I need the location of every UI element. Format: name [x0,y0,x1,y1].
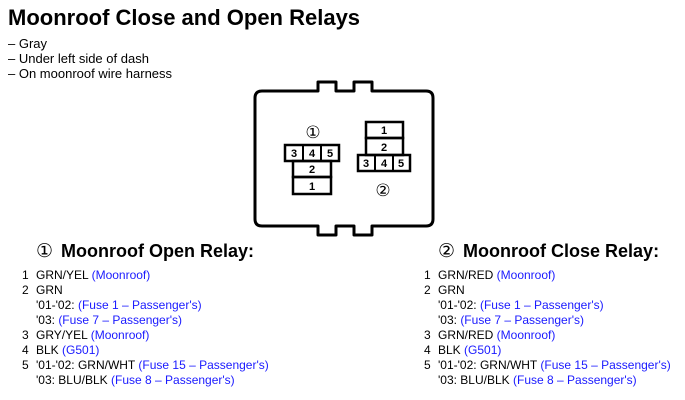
property-color: – Gray [8,36,48,51]
page-title: Moonroof Close and Open Relays [8,5,361,30]
right-relay-symbol: ② [375,181,390,201]
open-relay-heading: ① Moonroof Open Relay: [36,240,254,263]
close-relay-heading: ② Moonroof Close Relay: [438,240,659,263]
list-item: 1 GRN/YEL (Moonroof) [22,268,151,282]
list-item: 1 GRN/RED (Moonroof) [424,268,556,282]
property-location: – Under left side of dash [8,51,149,66]
connector-housing [253,80,435,237]
right-pin-1: 1 [381,125,387,137]
list-item: 2 GRN '01-'02: (Fuse 1 – Passenger's) '0… [424,283,604,327]
left-pin-3: 3 [291,148,297,160]
left-pin-1: 1 [309,181,315,193]
list-item: 5 '01-'02: GRN/WHT (Fuse 15 – Passenger'… [424,358,671,387]
right-relay-socket [356,120,412,173]
right-pin-3: 3 [363,158,369,170]
close-relay-pin-list: 1 GRN/RED (Moonroof) 2 GRN '01-'02: (Fus… [424,268,671,388]
open-relay-pin-list: 1 GRN/YEL (Moonroof) 2 GRN '01-'02: (Fus… [22,268,269,388]
open-relay-title: Moonroof Open Relay: [61,241,255,261]
close-relay-symbol: ② [438,241,456,262]
property-harness: – On moonroof wire harness [8,66,173,81]
list-item: 5 '01-'02: GRN/WHT (Fuse 15 – Passenger'… [22,358,269,387]
left-relay-symbol: ① [305,123,320,143]
list-item: 4 BLK (G501) [424,343,502,357]
left-pin-2: 2 [309,164,315,176]
open-relay-symbol: ① [36,241,54,262]
close-relay-title: Moonroof Close Relay: [463,241,660,261]
relay-properties: – Gray – Under left side of dash – On mo… [8,36,172,81]
left-pin-4: 4 [309,148,316,160]
left-pin-5: 5 [327,148,333,160]
right-pin-4: 4 [381,158,388,170]
right-pin-2: 2 [381,142,387,154]
list-item: 3 GRY/YEL (Moonroof) [22,328,150,342]
list-item: 2 GRN '01-'02: (Fuse 1 – Passenger's) '0… [22,283,202,327]
list-item: 3 GRN/RED (Moonroof) [424,328,556,342]
list-item: 4 BLK (G501) [22,343,100,357]
left-relay-socket [283,143,341,196]
right-pin-5: 5 [398,158,404,170]
